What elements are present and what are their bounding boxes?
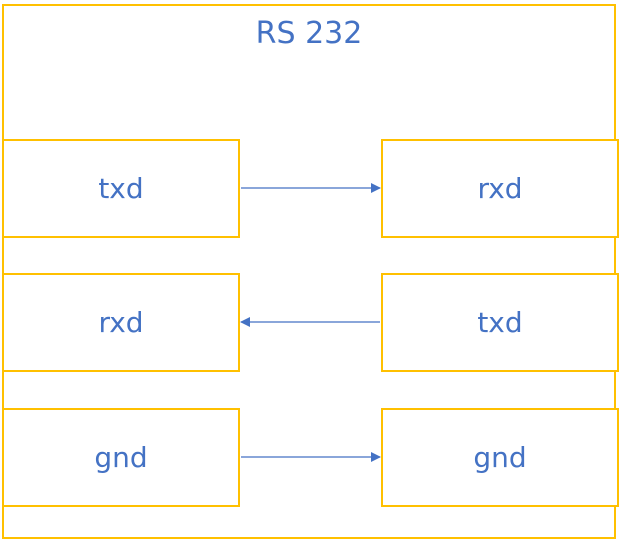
right-pin-txd: txd	[381, 273, 619, 372]
left-pin-rxd: rxd	[2, 273, 240, 372]
right-pin-gnd: gnd	[381, 408, 619, 507]
rs232-container	[2, 4, 616, 539]
diagram-title: RS 232	[255, 16, 363, 51]
left-pin-txd: txd	[2, 139, 240, 238]
left-pin-gnd: gnd	[2, 408, 240, 507]
right-pin-rxd: rxd	[381, 139, 619, 238]
